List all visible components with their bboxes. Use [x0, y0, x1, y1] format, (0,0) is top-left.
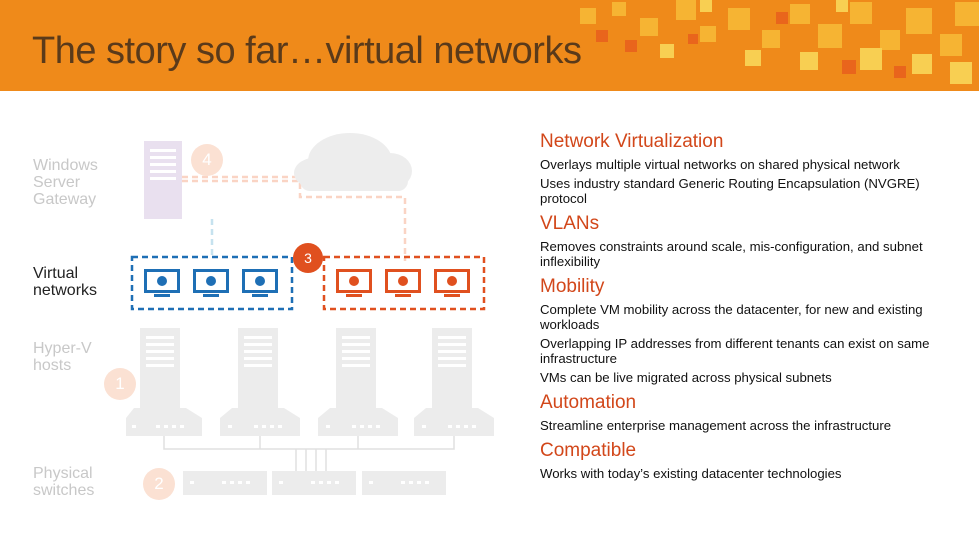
step-badge-4: 4 [191, 144, 223, 176]
physical-switches [183, 471, 446, 495]
vm-monitor-icon [242, 269, 278, 297]
cloud-icon [294, 133, 412, 191]
label-virtual-line: Virtual [33, 265, 79, 282]
vm-monitor-icon [193, 269, 229, 297]
server-icon [336, 328, 376, 408]
decorative-tiles [580, 0, 979, 84]
network-diagram: Windows Server Gateway Virtual networks … [0, 91, 530, 551]
section-automation: Automation Streamline enterprise managem… [540, 391, 970, 433]
vm-monitor-icon [385, 269, 421, 297]
server-icon [238, 328, 278, 408]
section-item: VMs can be live migrated across physical… [540, 370, 832, 385]
orange-virtual-network [322, 255, 486, 311]
label-hyperv-hosts: Hyper-V hosts [33, 340, 92, 374]
section-heading: Mobility [540, 276, 605, 297]
label-gateway: Windows Server Gateway [33, 157, 98, 208]
section-item: Works with today’s existing datacenter t… [540, 466, 842, 481]
section-item: Streamline enterprise management across … [540, 418, 892, 433]
step-badge-2: 2 [143, 468, 175, 500]
label-gateway-line: Server [33, 174, 81, 191]
slide-title: The story so far…virtual networks [32, 30, 582, 72]
section-heading: Compatible [540, 440, 637, 461]
label-gateway-line: Windows [33, 157, 98, 174]
section-mobility: Mobility Complete VM mobility across the… [540, 275, 970, 385]
feature-list: Network Virtualization Overlays multiple… [540, 130, 970, 487]
diagram-graphics [126, 133, 494, 495]
step-badge-1: 1 [104, 368, 136, 400]
gateway-server-icon [144, 141, 182, 219]
label-virtual-networks: Virtual networks [33, 265, 97, 299]
section-vlans: VLANs Removes constraints around scale, … [540, 212, 970, 269]
section-item: Overlays multiple virtual networks on sh… [540, 157, 900, 172]
section-network-virtualization: Network Virtualization Overlays multiple… [540, 130, 970, 206]
vm-monitor-icon [336, 269, 372, 297]
cloud-link-orange [182, 179, 407, 261]
network-switch-icon [272, 471, 356, 495]
network-switch-icon [362, 471, 446, 495]
section-compatible: Compatible Works with today’s existing d… [540, 439, 970, 481]
server-icon [432, 328, 472, 408]
label-hosts-line: hosts [33, 357, 72, 374]
label-switches-line: Physical [33, 465, 93, 482]
section-item: Overlapping IP addresses from different … [540, 336, 930, 366]
section-heading: Automation [540, 392, 637, 413]
step-badge-3: 3 [293, 243, 323, 273]
cabling [163, 436, 455, 471]
hyperv-hosts [126, 328, 494, 436]
label-physical-switches: Physical switches [33, 465, 94, 499]
vm-monitor-icon [144, 269, 180, 297]
blue-virtual-network [130, 255, 294, 311]
label-hosts-line: Hyper-V [33, 340, 92, 357]
label-gateway-line: Gateway [33, 191, 97, 208]
server-icon [140, 328, 180, 408]
vm-monitor-icon [434, 269, 470, 297]
section-heading: VLANs [540, 213, 600, 234]
section-heading: Network Virtualization [540, 131, 724, 152]
label-switches-line: switches [33, 482, 95, 499]
section-item: Uses industry standard Generic Routing E… [540, 176, 920, 206]
section-item: Complete VM mobility across the datacent… [540, 302, 923, 332]
section-item: Removes constraints around scale, mis-co… [540, 239, 923, 269]
slide-header: The story so far…virtual networks [0, 0, 979, 91]
label-virtual-line: networks [33, 282, 98, 299]
network-switch-icon [183, 471, 267, 495]
